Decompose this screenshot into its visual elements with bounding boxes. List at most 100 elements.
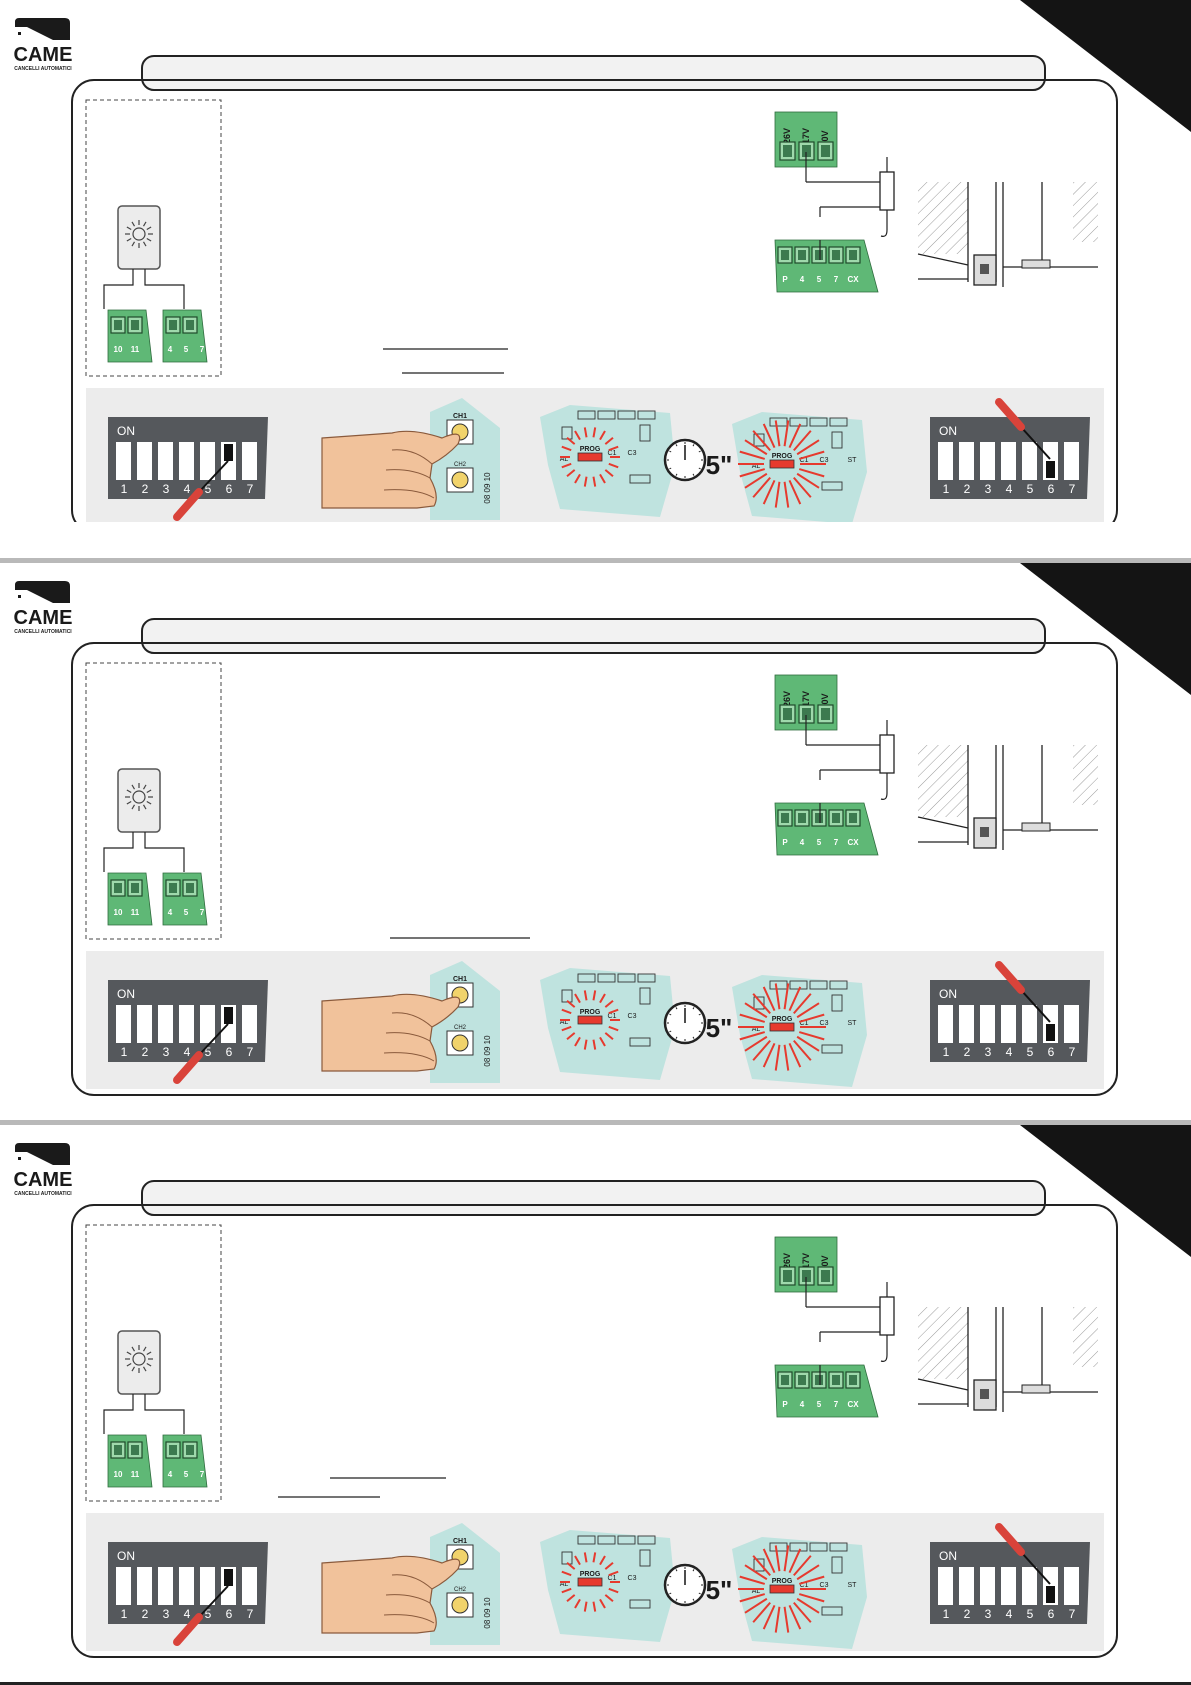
led-blink-ray [583,427,588,438]
title-bar [141,618,1046,654]
dip-number: 6 [226,1607,233,1621]
terminal-label: 5 [817,275,822,284]
hand-finger-line [391,1012,433,1028]
terminal-label: 7 [834,275,839,284]
board-component [831,994,843,1012]
dip-number: 1 [943,1045,950,1059]
led-blink-ray [604,999,614,1008]
prog-led [577,452,603,462]
clock-tick [675,473,678,476]
lamp-ray [146,789,152,794]
terminal-label: 10 [114,908,123,917]
dip-number: 5 [1027,482,1034,496]
led-blink-ray [608,1587,619,1594]
clock-tick [692,444,695,447]
brand-name: CAME [14,44,73,66]
power-label: 26V [782,1253,792,1269]
gate-installation-sketch [917,1307,1098,1412]
dip-toggle [116,442,131,480]
hand-finger-line [391,449,433,465]
led-blink-ray [583,990,588,1001]
terminal-slot [131,1445,139,1455]
led-blink-ray [574,1036,581,1047]
dip-toggle [980,1567,995,1605]
dip-number: 1 [121,482,128,496]
dip-on-label: ON [117,1549,135,1563]
dip-on-label: ON [939,1549,957,1563]
led-blink-ray [566,1594,576,1603]
screwdriver-shaft [198,1585,229,1618]
wall-left [918,182,968,254]
dip-toggle [158,1005,173,1043]
led-blink-ray [604,469,614,478]
led-blink-ray [783,1606,790,1633]
terminal-slot [169,883,177,893]
wall-right [1073,182,1098,242]
timer-label: 5" [706,1575,733,1605]
board-component [577,1535,596,1545]
board-component [809,980,828,990]
dip-lever-down [1046,1586,1055,1603]
dip-number: 1 [943,1607,950,1621]
board-component [831,1556,843,1574]
lamp-section-box [85,662,222,940]
led-blink-ray [752,430,771,452]
corner-triangle [1020,1125,1191,1257]
terminal-slot [815,813,823,823]
led-blink-ray [608,1008,619,1015]
led-blink-ray [762,986,776,1012]
dip-toggle [938,1005,953,1043]
brand-name: CAME [14,607,73,629]
lamp-section-box [85,99,222,377]
board-component [753,433,765,447]
led-blink-ray [783,481,790,508]
led-blink-ray [796,439,820,456]
clock-tick [669,1030,672,1033]
board-component [769,417,788,427]
dip-toggle [116,1567,131,1605]
dip-toggle [1001,442,1016,480]
board-fragment [732,412,867,522]
prog-label: PROG [772,1578,793,1585]
board-component [829,417,848,427]
board-component [597,410,616,420]
clock-tick [669,467,672,470]
al-label: AL [752,1026,761,1033]
dip-toggle [242,1005,257,1043]
screwdriver [995,398,1051,460]
led-blink-ray [599,993,606,1004]
lamp-ray [131,804,136,810]
screwdriver-handle [995,961,1025,994]
dip-lever-up [224,1569,233,1586]
lamp-ray [131,784,136,790]
clock-tick [669,1575,672,1578]
brand-name: CAME [14,1169,73,1191]
board-component [577,973,596,983]
dip-number: 5 [205,482,212,496]
lamp-ray [142,221,147,227]
led-blink-ray [561,1025,572,1032]
terminal-label: 4 [168,345,173,354]
dip-toggle [1022,442,1037,480]
wall-left [918,745,968,817]
dip-number: 7 [247,1607,254,1621]
c1-label: C1 [608,450,617,457]
led-blink-ray [793,1555,812,1577]
terminal-slot [815,250,823,260]
panel-frame [71,1204,1118,1658]
dip-number: 3 [163,1607,170,1621]
screwdriver [995,1523,1051,1585]
dip-on-label: ON [939,424,957,438]
board-component [639,987,651,1005]
al-label: AL [752,463,761,470]
led-blink-ray [566,469,576,478]
c1-label: C1 [800,1020,809,1027]
board-component [829,980,848,990]
board-component [629,474,651,484]
